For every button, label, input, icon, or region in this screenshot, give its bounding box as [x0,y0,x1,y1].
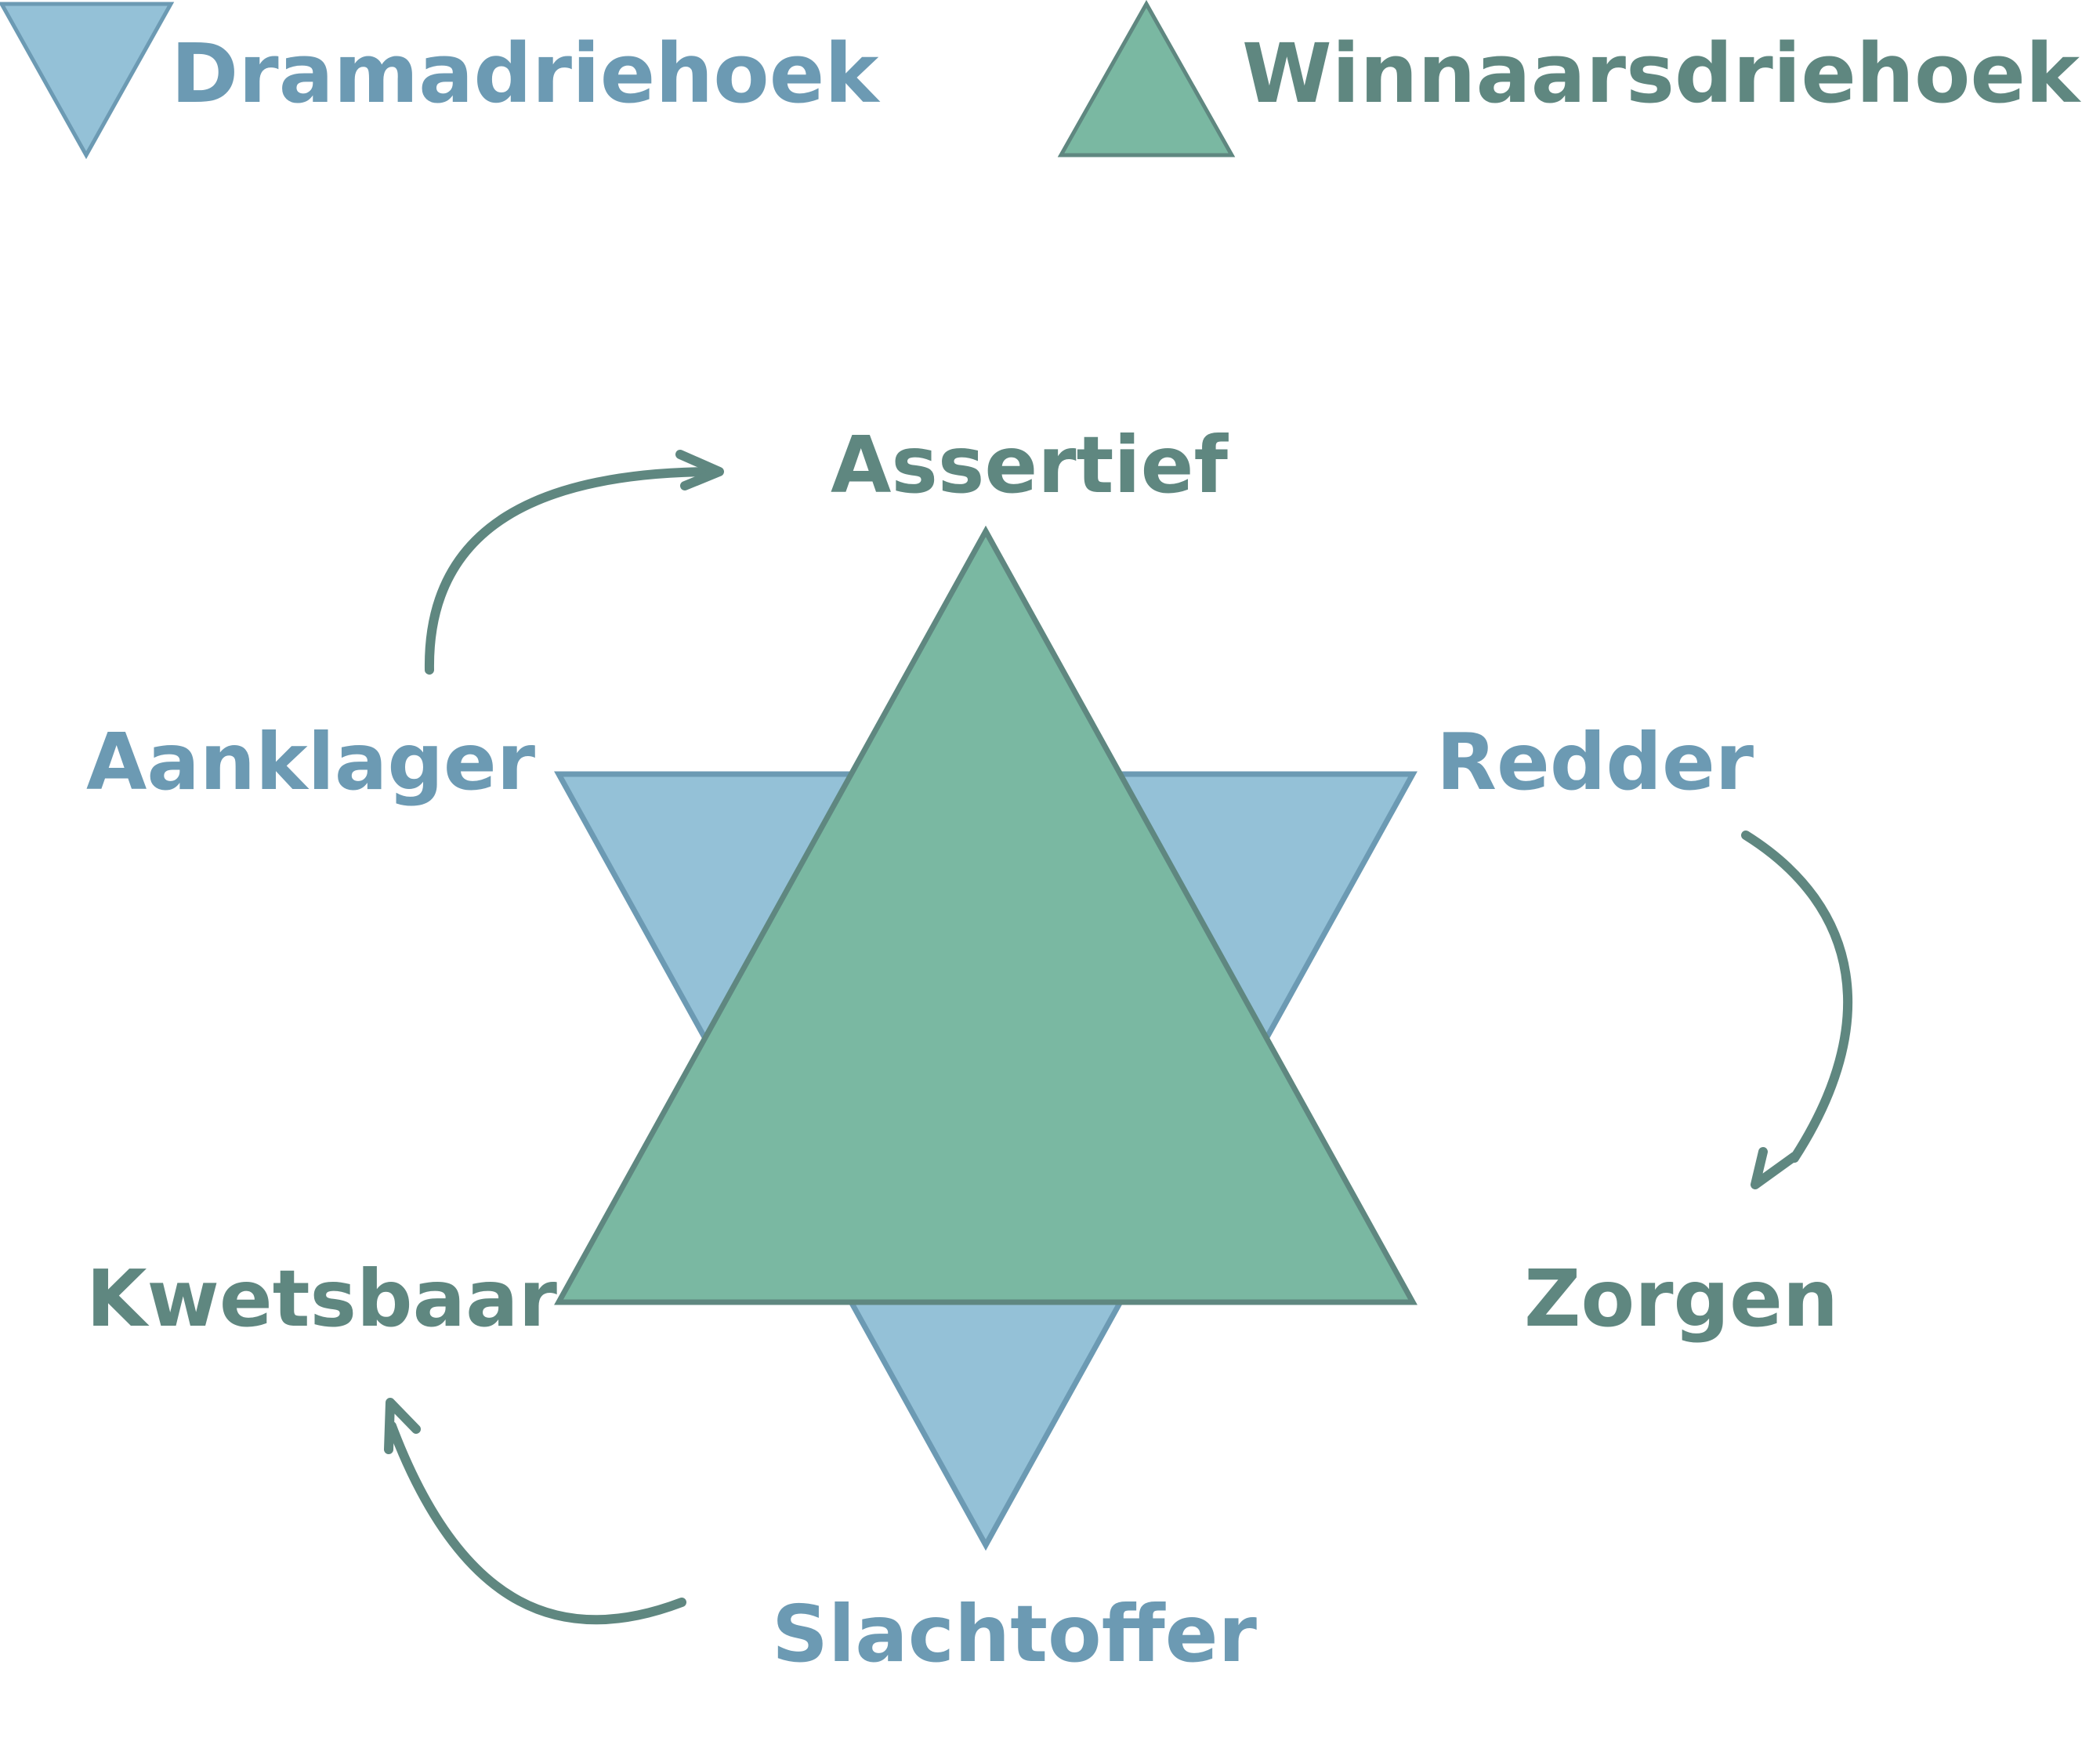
label-slachtoffer: Slachtoffer [772,1588,1258,1680]
arrow-slachtoffer-to-kwetsbaar [384,1398,686,1625]
label-aanklager: Aanklager [86,716,536,808]
arrow-aanklager-to-assertief [424,450,724,675]
label-assertief: Assertief [831,419,1229,511]
winner-triangle [554,525,1418,1305]
legend-winner-triangle-icon [1057,0,1236,157]
label-kwetsbaar: Kwetsbaar [86,1253,558,1344]
label-redder: Redder [1436,716,1754,808]
legend-drama-label: Dramadriehoek [171,26,881,121]
arrow-redder-to-zorgen [1741,831,1852,1189]
legend-drama-triangle-icon [0,2,175,160]
legend-winner-label: Winnaarsdriehoek [1242,26,2082,121]
label-zorgen: Zorgen [1524,1253,1838,1344]
